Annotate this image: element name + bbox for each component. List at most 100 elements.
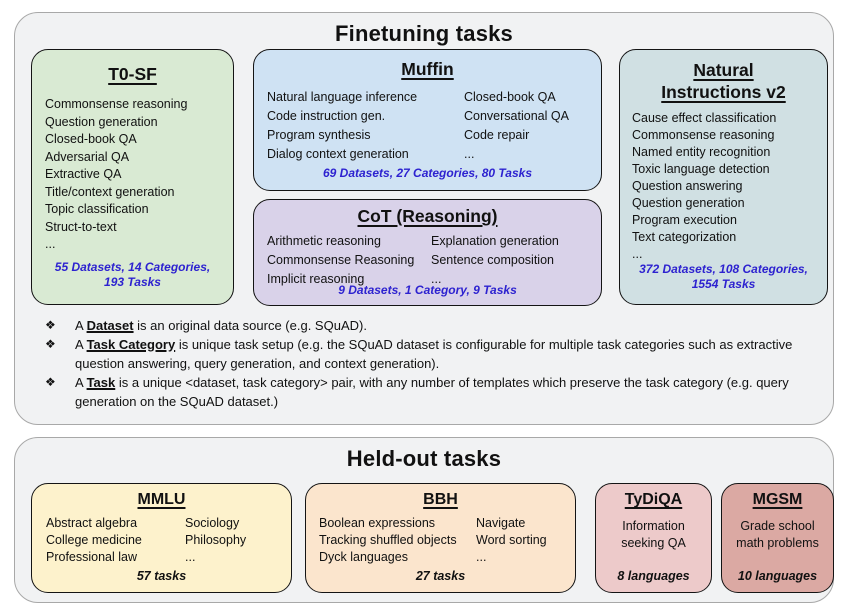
note-item-task-category: ❖ A Task Category is unique task setup (… bbox=[45, 335, 821, 373]
task-item: Code repair bbox=[464, 128, 530, 142]
cot-title: CoT (Reasoning) bbox=[357, 206, 498, 226]
note-lead: A bbox=[75, 337, 87, 352]
task-item: Dyck languages bbox=[319, 550, 408, 564]
task-item: Text categorization bbox=[632, 230, 737, 244]
definitions-notes: ❖ A Dataset is an original data source (… bbox=[45, 316, 821, 411]
task-item: Implicit reasoning bbox=[267, 272, 365, 286]
task-item: Code instruction gen. bbox=[267, 109, 386, 123]
task-item: Program synthesis bbox=[267, 128, 371, 142]
task-item: Commonsense reasoning bbox=[45, 97, 188, 111]
task-item: Dialog context generation bbox=[267, 147, 409, 161]
diamond-bullet-icon: ❖ bbox=[45, 375, 56, 389]
task-item: Boolean expressions bbox=[319, 516, 436, 530]
task-item: Adversarial QA bbox=[45, 149, 130, 164]
task-item: College medicine bbox=[46, 533, 142, 547]
natural-instructions-v2-box: Natural Instructions v2 Cause effect cla… bbox=[619, 49, 828, 305]
note-lead: A bbox=[75, 375, 87, 390]
task-item: Closed-book QA bbox=[45, 132, 137, 146]
mgsm-language-count: 10 languages bbox=[737, 569, 818, 583]
task-item: Extractive QA bbox=[45, 167, 122, 181]
muffin-title: Muffin bbox=[401, 59, 454, 79]
tydiqa-title: TyDiQA bbox=[624, 491, 683, 508]
note-term: Dataset bbox=[86, 318, 134, 333]
tydiqa-language-count: 8 languages bbox=[617, 569, 690, 583]
note-rest: is an original data source (e.g. SQuAD). bbox=[133, 318, 367, 333]
task-item: Arithmetic reasoning bbox=[267, 234, 381, 248]
note-text: A Task is a unique <dataset, task catego… bbox=[75, 373, 821, 411]
finetuning-panel-title: Finetuning tasks bbox=[335, 21, 513, 46]
task-item: ... bbox=[431, 272, 442, 286]
task-item: Natural language inference bbox=[267, 90, 418, 104]
task-item: Conversational QA bbox=[464, 109, 569, 123]
task-item: Toxic language detection bbox=[632, 162, 770, 176]
heldout-panel-title: Held-out tasks bbox=[346, 446, 502, 471]
diamond-bullet-icon: ❖ bbox=[45, 337, 56, 351]
note-item-task: ❖ A Task is a unique <dataset, task cate… bbox=[45, 373, 821, 411]
task-item: Question answering bbox=[632, 179, 743, 193]
note-text: A Task Category is unique task setup (e.… bbox=[75, 335, 821, 373]
task-item: Program execution bbox=[632, 213, 737, 227]
diamond-bullet-icon: ❖ bbox=[45, 318, 56, 332]
tydiqa-description: Information seeking QA bbox=[621, 519, 686, 550]
note-item-dataset: ❖ A Dataset is an original data source (… bbox=[45, 316, 821, 335]
task-item: ... bbox=[185, 550, 196, 564]
task-item: Question generation bbox=[45, 114, 158, 129]
note-lead: A bbox=[75, 318, 87, 333]
bbh-task-count: 27 tasks bbox=[415, 569, 466, 583]
mgsm-description: Grade school math problems bbox=[736, 519, 819, 550]
note-rest: is unique task setup (e.g. the SQuAD dat… bbox=[75, 337, 793, 371]
t0sf-stats: 55 Datasets, 14 Categories, 193 Tasks bbox=[54, 260, 211, 289]
muffin-task-list-right: Closed-book QA Conversational QA Code repa… bbox=[464, 88, 569, 164]
task-item: ... bbox=[632, 247, 643, 261]
task-item: Sentence composition bbox=[431, 253, 554, 267]
task-item: Sociology bbox=[185, 516, 240, 530]
task-item: ... bbox=[45, 237, 56, 251]
task-item: ... bbox=[464, 147, 475, 161]
note-term: Task bbox=[86, 375, 116, 390]
cot-stats: 9 Datasets, 1 Category, 9 Tasks bbox=[338, 283, 517, 297]
task-item: Word sorting bbox=[476, 533, 547, 547]
task-item: Commonsense Reasoning bbox=[267, 253, 415, 267]
note-text: A Dataset is an original data source (e.… bbox=[75, 316, 821, 335]
t0sf-title: T0-SF bbox=[108, 64, 157, 84]
task-item: Struct-to-text bbox=[45, 219, 117, 234]
task-item: Question generation bbox=[632, 196, 745, 210]
task-item: ... bbox=[476, 550, 487, 564]
mgsm-box: MGSM Grade school math problems 10 langu… bbox=[721, 483, 834, 593]
task-item: Topic classification bbox=[45, 202, 149, 216]
muffin-stats: 69 Datasets, 27 Categories, 80 Tasks bbox=[322, 166, 532, 180]
task-item: Title/context generation bbox=[45, 184, 175, 199]
task-item: Closed-book QA bbox=[464, 90, 556, 104]
task-item: Named entity recognition bbox=[632, 145, 771, 159]
finetuning-tasks-panel: Finetuning tasks T0-SF Commonsense reaso… bbox=[14, 12, 834, 425]
task-item: Abstract algebra bbox=[46, 516, 138, 530]
tydiqa-box: TyDiQA Information seeking QA 8 language… bbox=[595, 483, 712, 593]
mmlu-task-count: 57 tasks bbox=[136, 569, 187, 583]
task-item: Commonsense reasoning bbox=[632, 128, 775, 142]
bbh-title: BBH bbox=[423, 491, 458, 508]
mmlu-title: MMLU bbox=[137, 491, 186, 508]
task-item: Explanation generation bbox=[431, 234, 559, 248]
task-item: Cause effect classification bbox=[632, 111, 777, 125]
task-item: Professional law bbox=[46, 550, 138, 564]
task-item: Navigate bbox=[476, 516, 526, 530]
niv2-stats: 372 Datasets, 108 Categories, 1554 Tasks bbox=[639, 262, 808, 291]
